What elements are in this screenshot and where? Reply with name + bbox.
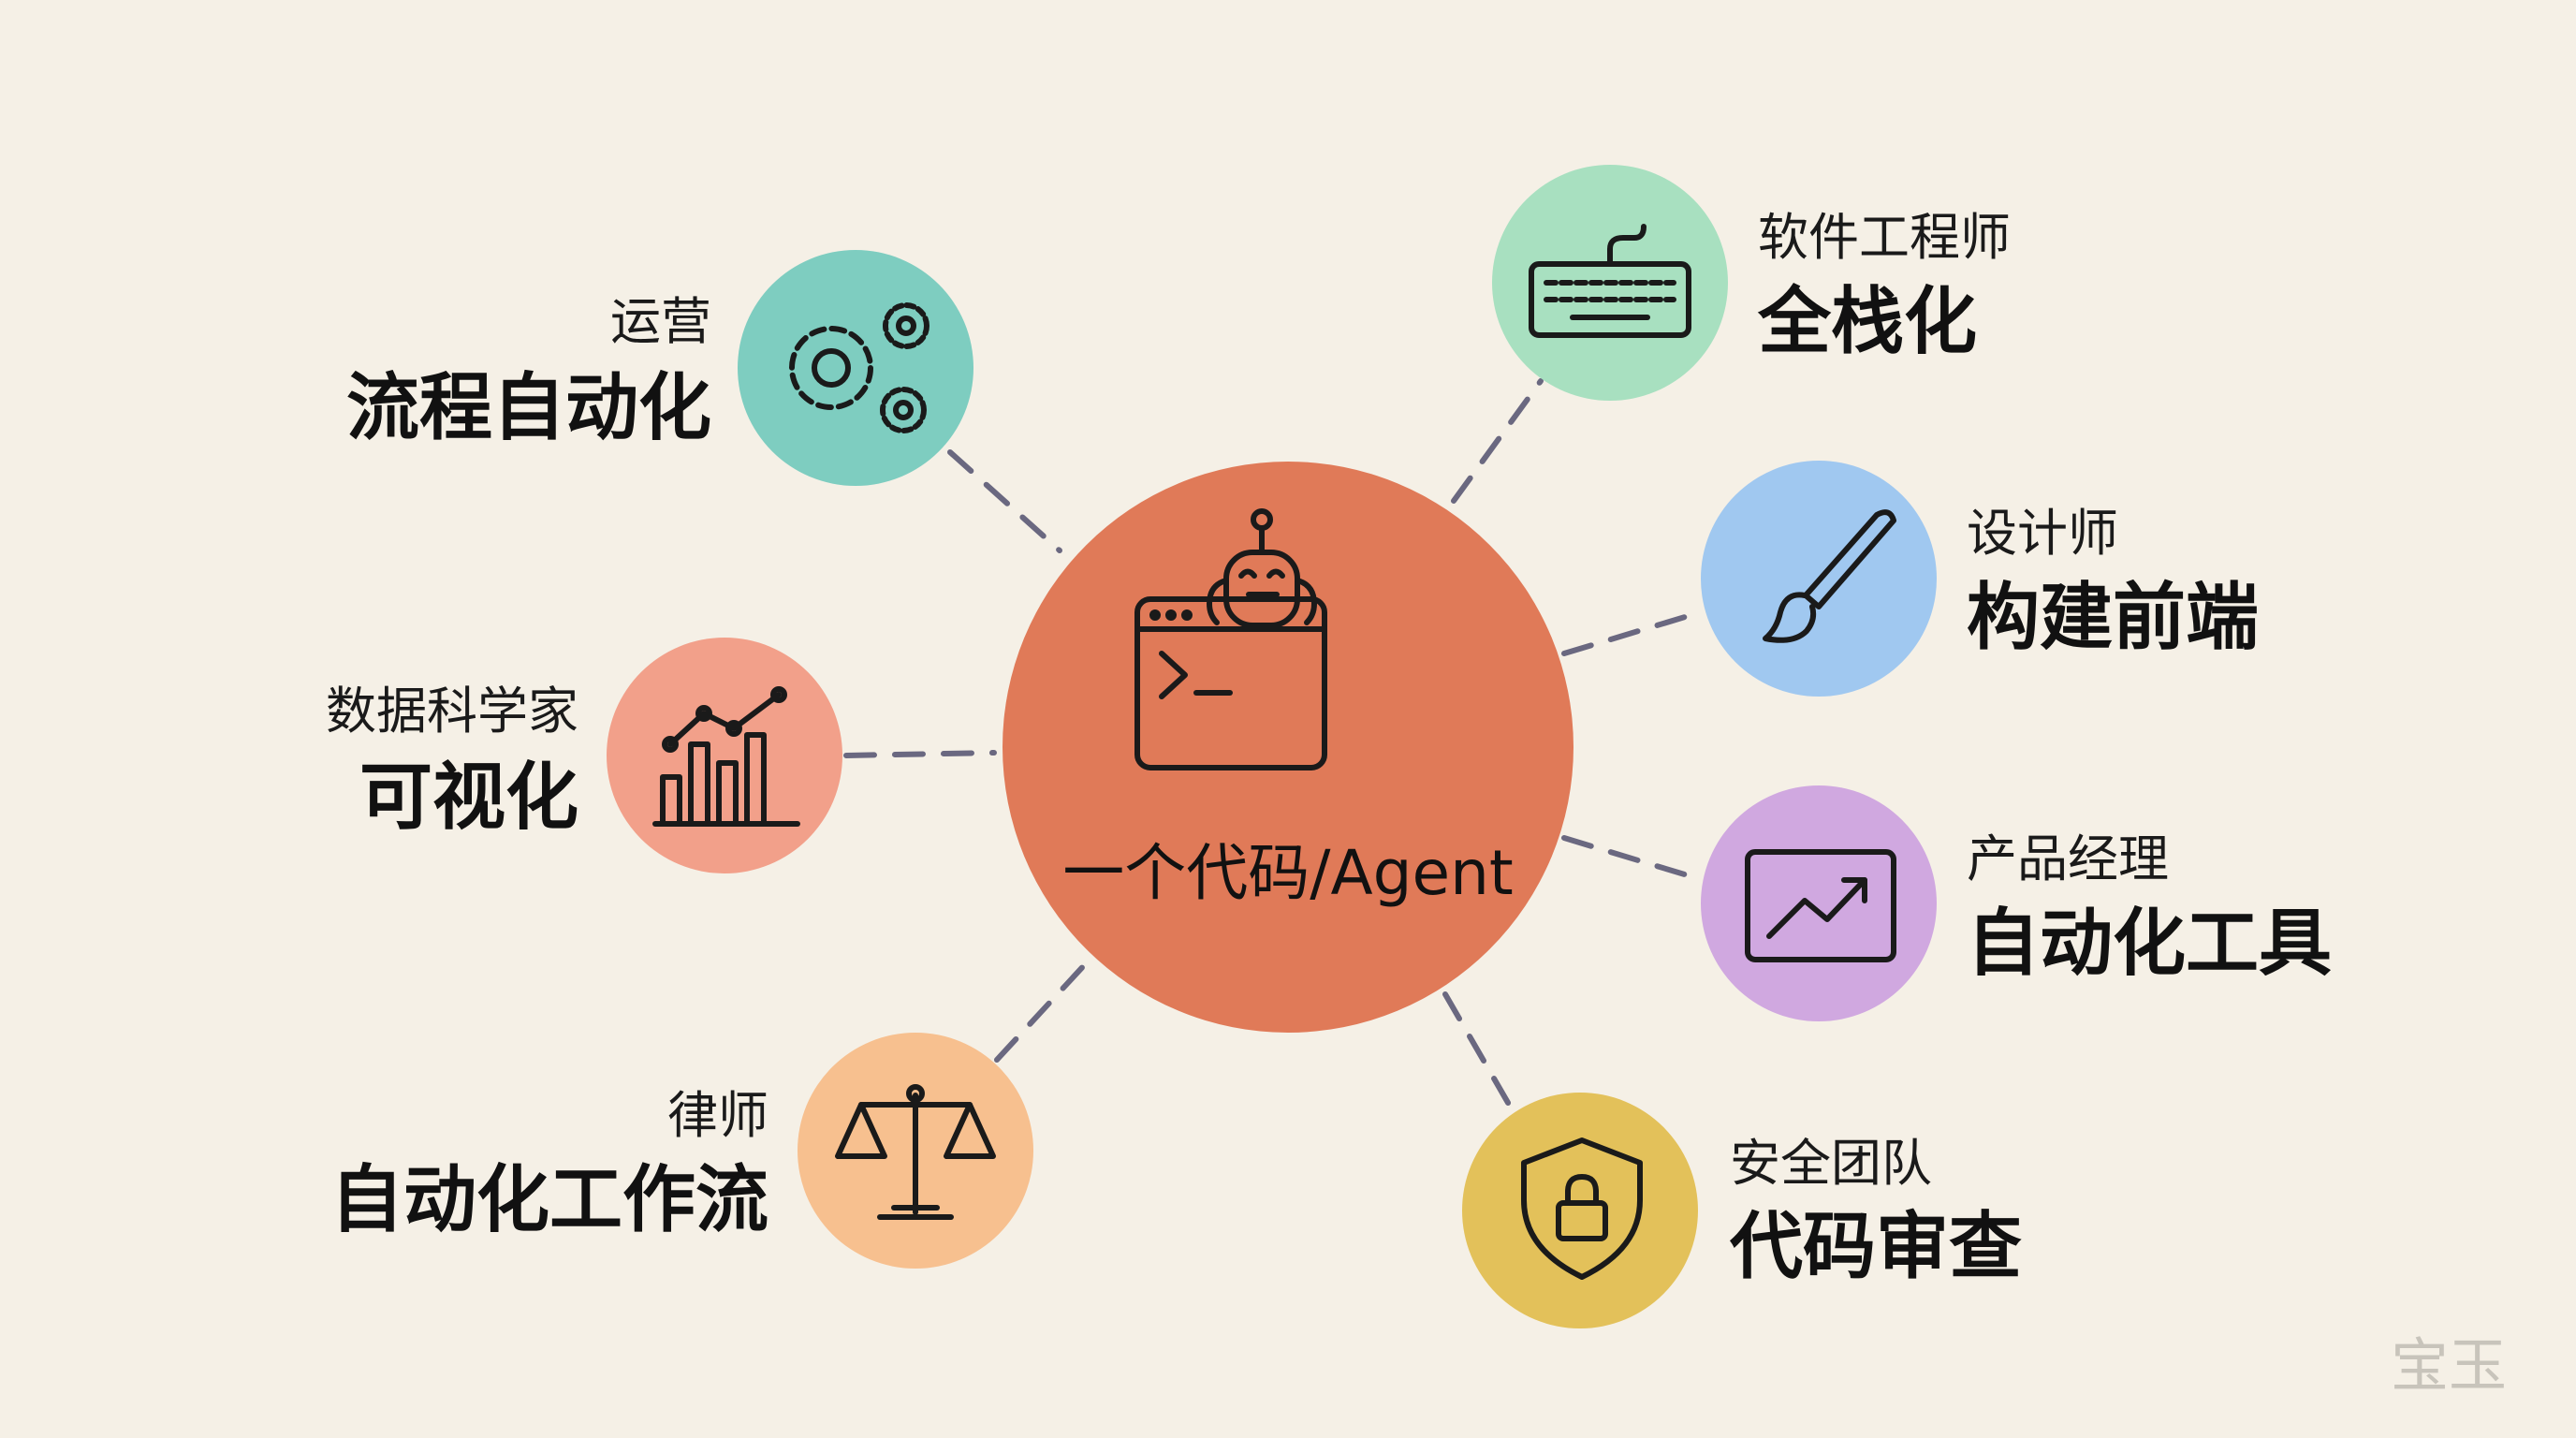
role-node-data-scientist: 数据科学家 可视化 (326, 638, 842, 873)
center-node: 一个代码/Agent (1003, 462, 1573, 1033)
connector-security (1442, 991, 1517, 1117)
connector-engineer (1451, 378, 1544, 504)
connector-designer (1561, 609, 1706, 656)
pm-circle (1701, 785, 1937, 1021)
data-circle (607, 638, 842, 873)
paintbrush-icon (1763, 509, 1896, 643)
role-node-ops: 运营 流程自动化 (346, 250, 973, 486)
watermark: 宝玉 (2391, 1331, 2507, 1400)
role-label: 安全团队 (1730, 1134, 1932, 1193)
connector-data (843, 750, 997, 758)
task-label: 流程自动化 (346, 366, 711, 450)
role-label: 软件工程师 (1758, 208, 2011, 267)
task-label: 构建前端 (1967, 576, 2259, 660)
connector-lawyer (994, 959, 1090, 1063)
ops-circle (738, 250, 973, 486)
connectors (843, 378, 1706, 1117)
task-label: 代码审查 (1729, 1205, 2022, 1289)
role-label: 数据科学家 (326, 682, 578, 741)
task-label: 自动化工作流 (330, 1158, 768, 1242)
trend-chart-icon (1745, 849, 1896, 962)
task-label: 全栈化 (1757, 280, 1977, 364)
security-circle (1462, 1093, 1698, 1328)
shield-lock-icon (1521, 1137, 1643, 1280)
gears-icon (789, 302, 929, 433)
role-label: 运营 (610, 292, 711, 351)
task-label: 自动化工具 (1967, 902, 2332, 986)
role-node-engineer: 软件工程师 全栈化 (1492, 165, 2011, 401)
task-label: 可视化 (359, 756, 578, 840)
robot-terminal-icon (1134, 508, 1327, 770)
bar-chart-icon (652, 686, 800, 827)
role-node-designer: 设计师 构建前端 (1701, 461, 2259, 697)
keyboard-icon (1529, 224, 1691, 338)
role-node-pm: 产品经理 自动化工具 (1701, 785, 2332, 1021)
scales-icon (835, 1084, 996, 1220)
role-node-lawyer: 律师 自动化工作流 (330, 1033, 1033, 1269)
center-circle (1003, 462, 1573, 1033)
connector-pm (1561, 835, 1703, 882)
center-label: 一个代码/Agent (1062, 837, 1514, 909)
role-label: 设计师 (1967, 504, 2118, 563)
role-label: 产品经理 (1967, 829, 2169, 888)
role-node-security: 安全团队 代码审查 (1462, 1093, 2022, 1328)
role-label: 律师 (667, 1086, 768, 1145)
connector-ops (947, 449, 1062, 553)
